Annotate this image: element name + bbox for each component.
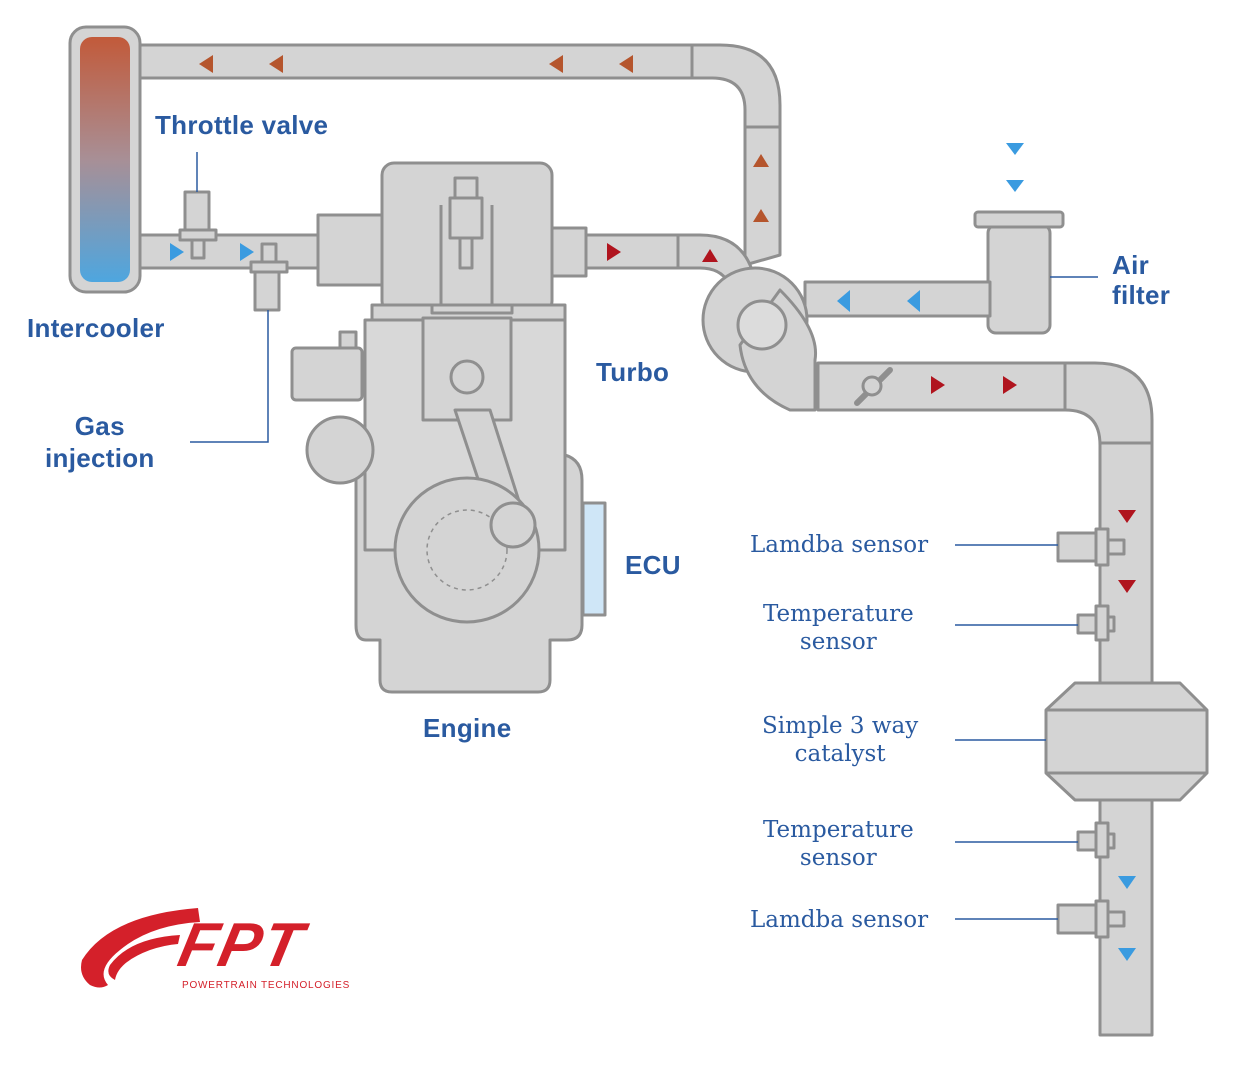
label-air-filter-line1: Air	[1112, 250, 1150, 280]
catalyst-body	[1044, 681, 1209, 802]
ecu-box	[581, 501, 607, 617]
crank-wheel	[393, 476, 541, 624]
label-temp-sensor-bottom-line1: Temperature	[763, 817, 914, 843]
label-ecu: ECU	[625, 550, 681, 580]
intake-pipe	[138, 233, 322, 270]
label-catalyst-line1: Simple 3 way	[762, 713, 919, 739]
lambda-sensor-top	[1056, 531, 1098, 563]
throttle-body	[183, 190, 211, 232]
exhaust-arrows	[607, 243, 1136, 593]
lambda-sensor-bottom	[1056, 903, 1098, 935]
label-temp-sensor-top-line2: sensor	[799, 629, 877, 655]
label-temp-sensor-top: Temperature sensor	[763, 600, 914, 656]
air-filter-body	[986, 223, 1052, 335]
pulley	[305, 415, 375, 485]
label-temp-sensor-top-line1: Temperature	[763, 601, 914, 627]
temp-sensor-top	[1076, 613, 1098, 635]
label-gas-injection-line1: Gas	[74, 411, 125, 441]
alternator	[290, 346, 364, 402]
label-temp-sensor-bottom: Temperature sensor	[763, 816, 914, 872]
air-intake-pipe	[803, 280, 992, 318]
label-engine: Engine	[423, 713, 512, 743]
label-lambda-sensor-bottom: Lamdba sensor	[750, 907, 929, 933]
exhaust-flange	[546, 226, 588, 278]
label-temp-sensor-bottom-line2: sensor	[799, 845, 877, 871]
label-gas-injection: Gas injection	[45, 410, 155, 474]
cold-air-arrows	[170, 143, 1136, 961]
temp-sensor-bottom	[1076, 830, 1098, 852]
label-catalyst: Simple 3 way catalyst	[762, 712, 918, 768]
air-filter-cap	[973, 210, 1065, 229]
fpt-logo-tagline: POWERTRAIN TECHNOLOGIES	[182, 980, 351, 991]
label-catalyst-line2: catalyst	[794, 741, 886, 767]
label-air-filter: Air filter	[1112, 250, 1170, 310]
fpt-logo-swoosh	[81, 908, 200, 988]
label-turbo: Turbo	[596, 357, 670, 387]
label-throttle-valve: Throttle valve	[155, 110, 329, 140]
label-intercooler: Intercooler	[27, 313, 165, 343]
label-gas-injection-line2: injection	[45, 443, 155, 473]
fpt-logo-wordmark: FPT	[172, 911, 311, 980]
charge-air-arrows	[199, 55, 769, 222]
label-air-filter-line2: filter	[1112, 280, 1171, 310]
label-lambda-sensor-top: Lamdba sensor	[750, 532, 929, 558]
intake-flange	[316, 213, 390, 287]
